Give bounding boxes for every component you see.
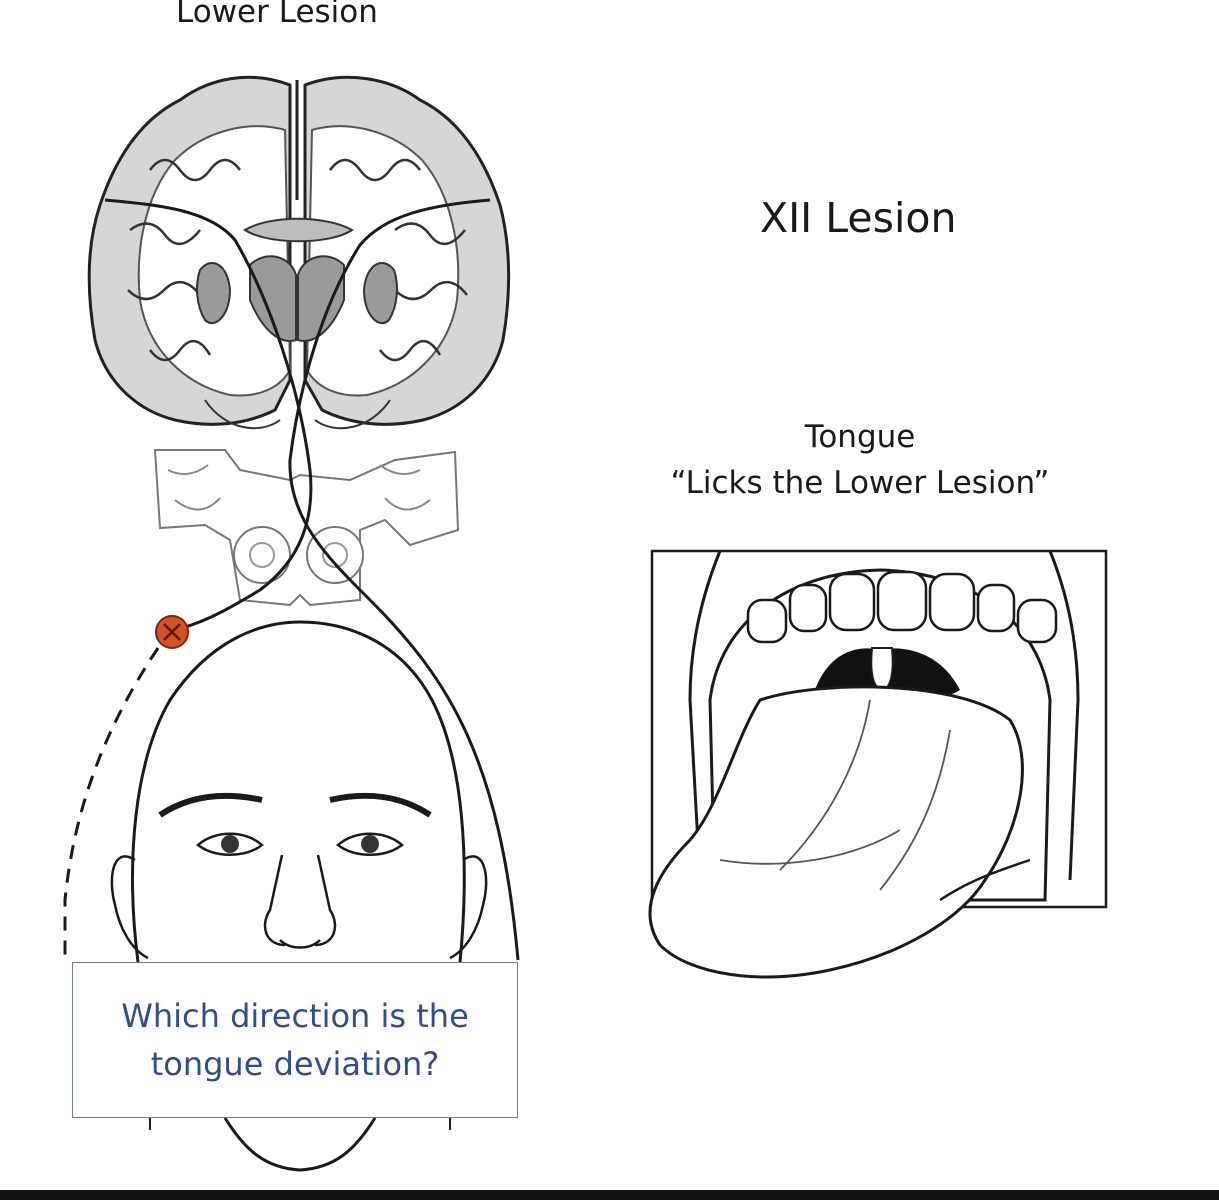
uvula <box>870 647 894 692</box>
tongue-caption-line1: Tongue <box>804 419 916 455</box>
question-line2: tongue deviation? <box>150 1045 440 1083</box>
nerve-pathways <box>104 198 520 961</box>
tongue <box>648 685 1024 979</box>
question-box: Which direction is the tongue deviation? <box>72 962 518 1118</box>
tongue-caption-line2: “Licks the Lower Lesion” <box>670 465 1050 501</box>
face-illustration <box>110 620 488 1172</box>
tongue-caption: Tongue “Licks the Lower Lesion” <box>640 414 1080 506</box>
brain-coronal-section <box>87 75 511 430</box>
interrupted-nerve-path <box>63 647 160 960</box>
upper-teeth <box>746 570 1058 644</box>
bottom-border <box>0 1190 1219 1200</box>
question-line1: Which direction is the <box>121 997 469 1035</box>
lesion-marker <box>155 615 189 649</box>
lower-lesion-title: Lower Lesion <box>176 0 378 30</box>
xii-lesion-title: XII Lesion <box>760 194 957 242</box>
